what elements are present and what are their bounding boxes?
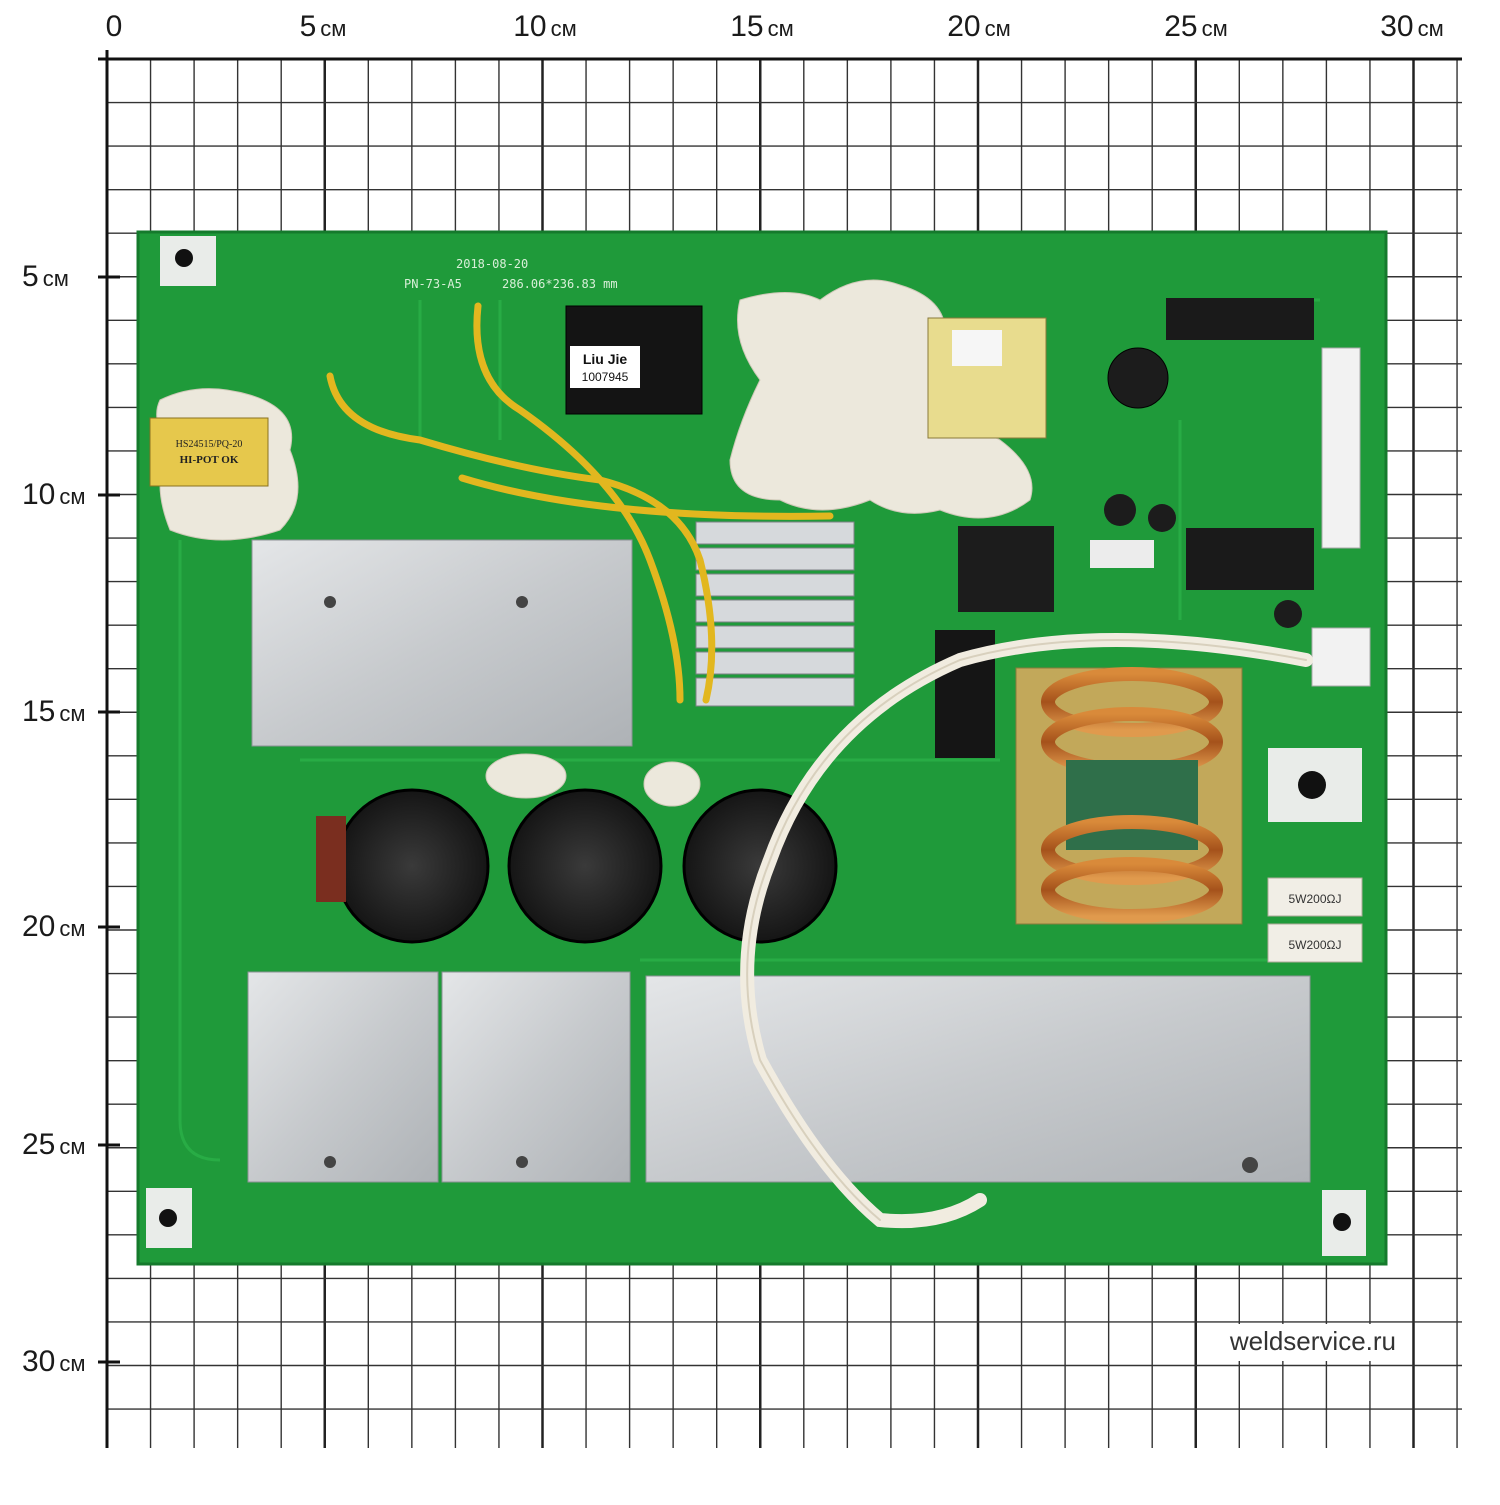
switching-transformer bbox=[927, 317, 1047, 439]
ruler-top-5-value: 5 bbox=[299, 10, 317, 43]
ruler-top-30-value: 30 bbox=[1380, 10, 1414, 43]
resistor-label-2: 5W200ΩJ bbox=[1289, 938, 1342, 952]
ruler-left-20-value: 20 bbox=[22, 910, 56, 943]
aux-transformer-label-2: HI-POT OK bbox=[180, 454, 239, 466]
resistor-label-1: 5W200ΩJ bbox=[1289, 892, 1342, 906]
heatsinks bbox=[247, 539, 1311, 1183]
ruler-top-25-unit: см bbox=[1201, 16, 1228, 41]
ruler-left-25-value: 25 bbox=[22, 1128, 56, 1161]
electrolytic-capacitors bbox=[316, 788, 838, 944]
ruler-top-20-value: 20 bbox=[947, 10, 981, 43]
silkscreen-model: PN-73-A5 bbox=[404, 277, 462, 291]
aux-transformer-label-1: HS24515/PQ-20 bbox=[176, 439, 243, 450]
ruler-top-10-value: 10 bbox=[513, 10, 547, 43]
watermark: weldservice.ru bbox=[1219, 1324, 1406, 1361]
silkscreen-size: 286.06*236.83 mm bbox=[502, 277, 618, 291]
ruler-left-10-value: 10 bbox=[22, 478, 56, 511]
ruler-left-25-unit: см bbox=[59, 1134, 86, 1159]
ruler-top-30-unit: см bbox=[1417, 16, 1444, 41]
ruler-left-5-unit: см bbox=[42, 266, 69, 291]
mounting-holes bbox=[146, 236, 1366, 1256]
ruler-left-20-unit: см bbox=[59, 916, 86, 941]
ruler-top-0: 0 bbox=[106, 12, 123, 42]
ruler-top-15-value: 15 bbox=[730, 10, 764, 43]
ruler-top-20-unit: см bbox=[984, 16, 1011, 41]
finned-heatsink bbox=[695, 521, 855, 707]
ruler-left-5-value: 5 bbox=[22, 260, 39, 293]
misc-components bbox=[935, 298, 1371, 758]
ruler-top-0-value: 0 bbox=[105, 10, 123, 43]
ruler-left-10-unit: см bbox=[59, 484, 86, 509]
wires bbox=[326, 302, 1313, 1229]
ruler-top-10-unit: см bbox=[550, 16, 577, 41]
silkscreen: 2018-08-20 PN-73-A5 286.06*236.83 mm bbox=[404, 257, 618, 291]
ruler-top-5-unit: см bbox=[320, 16, 347, 41]
ruler-left-15-value: 15 bbox=[22, 695, 56, 728]
toroid-choke bbox=[1015, 667, 1243, 925]
ruler-top-25-value: 25 bbox=[1164, 10, 1198, 43]
aux-transformer: HS24515/PQ-20 HI-POT OK bbox=[149, 417, 269, 487]
power-resistors: 5W200ΩJ 5W200ΩJ bbox=[1267, 877, 1363, 963]
relay-label-1: Liu Jie bbox=[583, 351, 628, 367]
ruler-left-15-unit: см bbox=[59, 701, 86, 726]
silkscreen-date: 2018-08-20 bbox=[456, 257, 528, 271]
relay-label-2: 1007945 bbox=[582, 370, 629, 384]
ruler-left-30-value: 30 bbox=[22, 1345, 56, 1378]
ruler-left-30-unit: см bbox=[59, 1351, 86, 1376]
ruler-top-15-unit: см bbox=[767, 16, 794, 41]
relay: Liu Jie 1007945 bbox=[565, 305, 703, 415]
